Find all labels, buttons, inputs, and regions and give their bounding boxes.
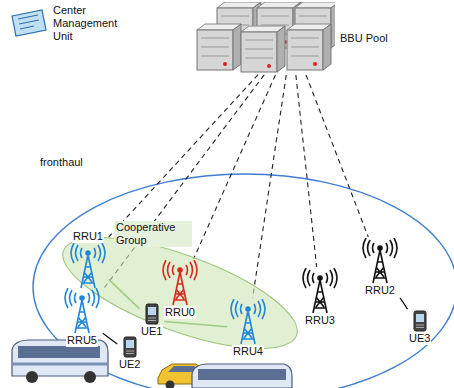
phone-icon [413,310,427,332]
node-label: RRU1 [72,230,104,243]
link-label: fronthaul [40,156,83,169]
bus-right [192,364,292,388]
phone-icon [145,303,159,325]
fronthaul-link [253,75,287,298]
node-label: BBU Pool [339,32,389,45]
antenna-tower [62,288,102,334]
management-card-icon [8,8,48,40]
antenna-tower [300,268,340,314]
node-label: UE3 [408,332,431,345]
node-icon [8,8,48,40]
node-icon [413,310,427,332]
antenna-tower [360,238,400,284]
node-label: Center Management Unit [52,4,128,43]
rru-node: RRU4 [228,299,268,358]
node-label: RRU0 [164,306,196,319]
node-icon [300,268,340,314]
fronthaul-link [109,75,258,237]
node-label: UE2 [118,358,141,371]
server-pool-icon [195,2,335,74]
ue-node: UE3 [408,310,431,345]
radio-link [103,333,117,344]
node-icon [145,303,159,325]
antenna-tower [68,243,108,289]
node-label: RRU3 [304,314,336,327]
node-icon [123,336,137,358]
system-node: Center Management Unit [8,4,128,43]
rru-node: RRU3 [300,268,340,327]
ue-node: UE2 [118,336,141,371]
rru-node: RRU0 [160,260,200,319]
antenna-tower [160,260,200,306]
radio-link [400,298,407,309]
node-icon [360,238,400,284]
system-node: BBU Pool [195,2,389,74]
ue-node: UE1 [140,303,163,338]
fronthaul-link [194,75,276,259]
node-label: RRU4 [232,345,264,358]
node-icon [195,2,335,74]
fronthaul-link [296,75,317,267]
fronthaul-link [306,75,368,237]
node-label: UE1 [140,325,163,338]
node-icon [160,260,200,306]
rru-node: RRU5 [62,288,102,347]
node-icon [62,288,102,334]
antenna-tower [228,299,268,345]
node-label: RRU5 [66,334,98,347]
phone-icon [123,336,137,358]
cooperative-group: Cooperative Group RRU1RRU0UE1RRU4 [62,213,302,363]
rru-node: RRU2 [360,238,400,297]
node-icon [68,243,108,289]
node-icon [228,299,268,345]
node-label: Cooperative Group [114,221,192,247]
node-label: RRU2 [364,284,396,297]
rru-node: RRU1 [68,230,108,289]
